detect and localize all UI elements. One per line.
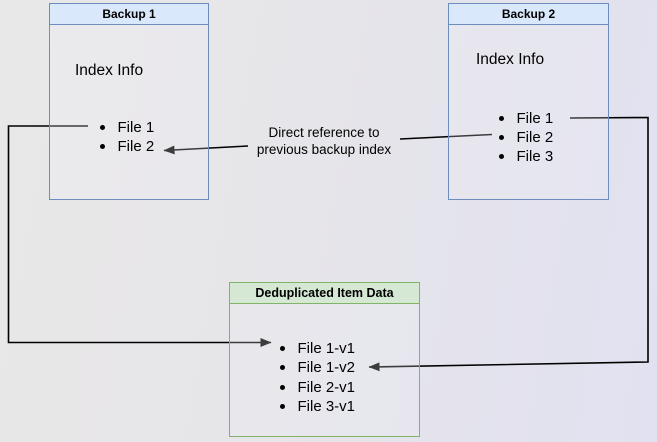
backup2-file-list: File 1 File 2 File 3 xyxy=(495,109,553,166)
list-item: File 3-v1 xyxy=(276,397,355,417)
list-item: File 1-v2 xyxy=(276,358,355,378)
list-item: File 1 xyxy=(96,118,154,137)
edge-label: Direct reference to previous backup inde… xyxy=(239,124,409,158)
backup1-file-list: File 1 File 2 xyxy=(96,118,154,156)
dedup-node: Deduplicated Item Data File 1-v1 File 1-… xyxy=(229,282,420,437)
backup2-node: Backup 2 Index Info File 1 File 2 File 3 xyxy=(448,3,609,200)
backup2-title: Backup 2 xyxy=(449,4,608,25)
list-item: File 1-v1 xyxy=(276,339,355,359)
list-item: File 2 xyxy=(495,128,553,147)
list-item: File 2 xyxy=(96,137,154,156)
backup1-subtitle: Index Info xyxy=(75,62,144,79)
edge-label-line1: Direct reference to xyxy=(268,125,380,140)
edge-label-line2: previous backup index xyxy=(256,142,392,157)
dedup-file-list: File 1-v1 File 1-v2 File 2-v1 File 3-v1 xyxy=(276,339,355,417)
backup1-title: Backup 1 xyxy=(50,4,208,25)
list-item: File 2-v1 xyxy=(276,378,355,398)
dedup-title: Deduplicated Item Data xyxy=(230,283,419,304)
backup2-subtitle: Index Info xyxy=(476,51,545,68)
backup1-node: Backup 1 Index Info File 1 File 2 xyxy=(49,3,209,200)
list-item: File 1 xyxy=(495,109,553,128)
list-item: File 3 xyxy=(495,147,553,166)
